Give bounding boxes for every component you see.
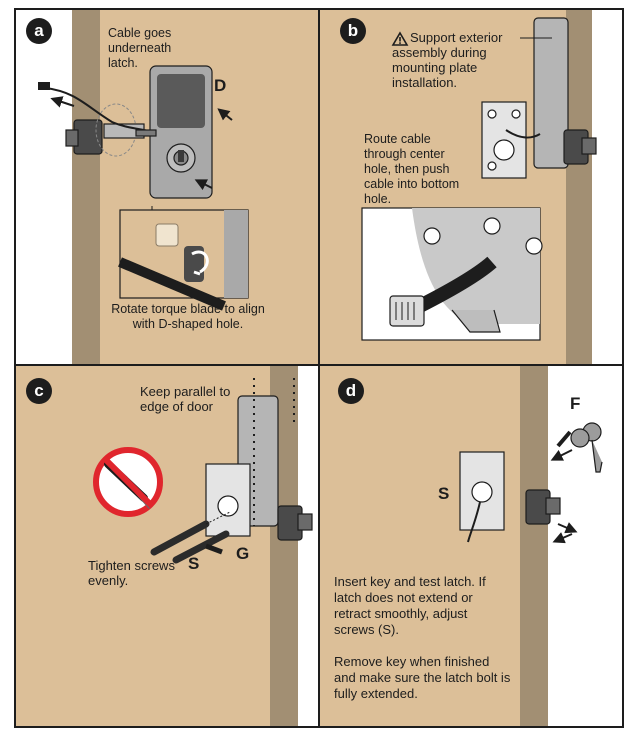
label-s: S: [438, 484, 450, 503]
step-badge-d: d: [338, 378, 364, 404]
tighten-note: Tighten screws evenly.: [88, 558, 175, 588]
panel-a: a Cable goes underneath latch. D Rotate …: [16, 10, 318, 364]
warning-icon: [391, 31, 409, 46]
test-note: Insert key and test latch. If latch does…: [334, 574, 486, 637]
cable: [38, 82, 155, 133]
finish-note: Remove key when finished and make sure t…: [334, 654, 511, 701]
inset-caption: Rotate torque blade to align with D-shap…: [111, 302, 265, 331]
step-badge-b: b: [340, 18, 366, 44]
inset-torque-blade: [118, 209, 249, 311]
mounting-plate: [481, 101, 541, 179]
inset-cable-connector: [361, 207, 543, 341]
screws: [150, 511, 231, 564]
panel-b: b Support exterior assembly during mount…: [320, 10, 622, 364]
exterior-lock-body: [135, 65, 233, 224]
interior-mounting-plate: [459, 451, 561, 543]
panel-divider-vertical: [318, 8, 320, 728]
panel-c: c Keep parallel to edge of door Tighten …: [16, 366, 318, 726]
door-edge: [520, 366, 548, 726]
cable-note: Cable goes underneath latch.: [108, 26, 172, 70]
exterior-assembly: [520, 17, 597, 169]
route-note: Route cable through center hole, then pu…: [364, 132, 460, 206]
panel-d: d F S Insert key and test latch. If latc…: [320, 366, 622, 726]
key-icon: [550, 422, 603, 544]
no-power-drill-icon: [93, 447, 163, 517]
exterior-assembly: [205, 378, 313, 541]
panel-divider-horizontal: [14, 364, 624, 366]
label-g: G: [236, 544, 250, 563]
label-s: S: [188, 554, 200, 573]
door-edge: [72, 10, 100, 364]
door-face: [320, 366, 520, 726]
door-edge: [566, 10, 592, 364]
door-face: [16, 366, 270, 726]
support-note: Support exterior assembly during mountin…: [392, 30, 503, 90]
step-badge-c: c: [26, 378, 52, 404]
callout-d: D: [214, 76, 227, 95]
step-badge-a: a: [26, 18, 52, 44]
parallel-note: Keep parallel to edge of door: [140, 384, 231, 414]
label-f: F: [570, 394, 581, 413]
